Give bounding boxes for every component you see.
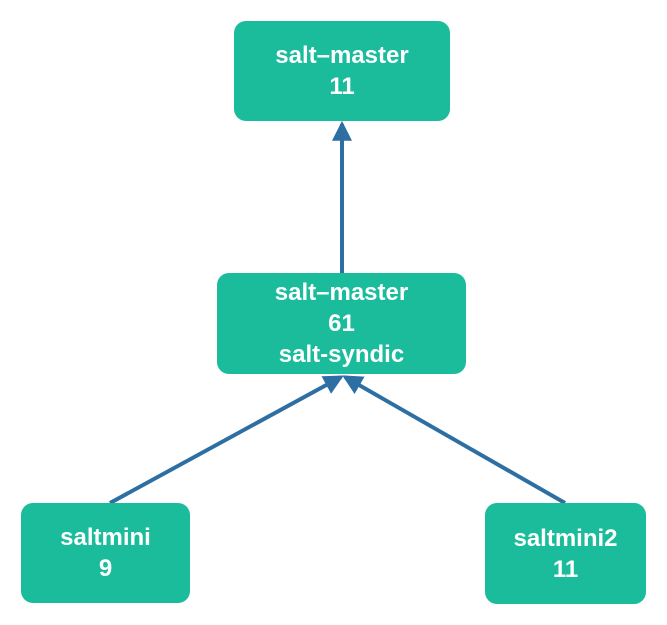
- node-right-saltmini2: saltmini2 11: [485, 503, 646, 604]
- arrow-left-to-middle: [109, 375, 344, 505]
- node-top-salt-master: salt–master 11: [234, 21, 450, 121]
- node-label-line: 11: [552, 555, 579, 583]
- node-left-saltmini: saltmini 9: [21, 503, 190, 603]
- node-label-line: saltmini: [60, 524, 151, 551]
- arrow-right-to-middle: [342, 375, 566, 505]
- node-label-line: 61: [328, 310, 355, 337]
- node-middle-salt-master-syndic: salt–master 61 salt-syndic: [217, 273, 466, 374]
- node-label-line: 11: [329, 73, 355, 100]
- node-label-line: salt–master: [275, 42, 409, 69]
- node-label-line: saltmini2: [513, 524, 618, 552]
- node-label-line: salt–master: [274, 279, 409, 306]
- node-label-line: salt-syndic: [278, 341, 405, 368]
- node-label-line: 9: [98, 555, 113, 582]
